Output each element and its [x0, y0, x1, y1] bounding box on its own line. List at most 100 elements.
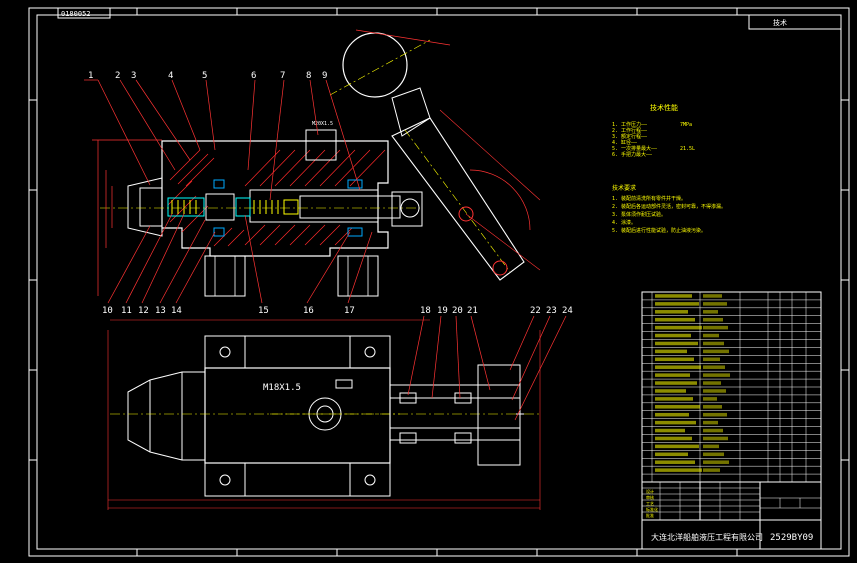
- callouts-top: 1 2 3 4 5 6 7 8 9: [84, 71, 361, 201]
- bom-entry: [655, 444, 699, 449]
- tech-notes: 技术性能 1. 工作压力—— 2. 工作行程—— 3. 额定行程—— 4. 缸径…: [612, 103, 726, 234]
- callout-1: 1: [88, 71, 93, 81]
- bom-entry: [703, 333, 719, 338]
- bom-entry: [703, 325, 728, 330]
- bom-entry: [703, 317, 723, 322]
- bom-entry: [703, 428, 723, 433]
- bom-entry: [655, 302, 699, 306]
- plan-port-box: [335, 379, 353, 389]
- plan-mount-tr: [349, 335, 391, 369]
- bom-entry: [703, 468, 720, 472]
- inlet-nut: [139, 187, 163, 227]
- callout-14: 14: [171, 306, 182, 316]
- bom-entry: [703, 341, 724, 346]
- drawing-number: 2529BY09: [770, 533, 813, 543]
- lever-pin: [458, 206, 474, 222]
- tech-param-6: 6. 手把力最大——: [612, 151, 653, 158]
- tech-param-value-1: 7MPa: [680, 122, 692, 128]
- bom-entry: [703, 381, 721, 385]
- callout-23: 23: [546, 306, 557, 316]
- callout-15: 15: [258, 306, 269, 316]
- bom-entry: [703, 365, 725, 369]
- title-block: 设计 审核 工艺 标准化 批准 大连北洋船舶液压工程有限公司 2529BY09: [641, 481, 822, 550]
- bom-entry: [703, 294, 722, 298]
- callout-4: 4: [168, 71, 173, 81]
- bom-entry: [703, 452, 724, 457]
- callout-24: 24: [562, 306, 573, 316]
- tech-req-4: 4. 涂漆。: [612, 219, 636, 226]
- tech-param-1: 1. 工作压力——: [612, 121, 648, 128]
- callout-6: 6: [251, 71, 256, 81]
- callout-10: 10: [102, 306, 113, 316]
- piston-rod: [299, 195, 401, 219]
- bom-entry: [703, 373, 730, 377]
- bom-entry: [703, 349, 729, 354]
- tech-param-value-5: 21.5L: [680, 146, 695, 152]
- bom-entry: [655, 381, 697, 385]
- tech-params-title: 技术性能: [650, 103, 678, 112]
- drawing-code-tag: 0180052: [61, 10, 91, 18]
- callout-9: 9: [322, 71, 327, 81]
- callout-11: 11: [121, 306, 132, 316]
- top-right-box: [748, 14, 842, 30]
- title-row-1: 设计: [646, 488, 654, 494]
- piston-bore: [249, 189, 379, 223]
- callout-17: 17: [344, 306, 355, 316]
- outlet-port: [305, 129, 337, 161]
- tech-param-3: 3. 额定行程——: [612, 133, 648, 140]
- drawing-code-box: [57, 7, 111, 19]
- thread-label-small: M20X1.5: [312, 121, 333, 127]
- bom-entry: [655, 310, 688, 314]
- bom-entry: [655, 365, 701, 369]
- bom-entry: [655, 420, 696, 425]
- tech-req-3: 3. 泵体须作耐压试验。: [612, 211, 666, 218]
- tech-req-title: 技术要求: [612, 184, 636, 192]
- valve-body-outline: [161, 140, 389, 257]
- plan-base-plate: [204, 335, 391, 497]
- plan-view: M18X1.5: [107, 319, 541, 510]
- title-row-5: 批准: [646, 512, 654, 518]
- lever-pivot: [400, 198, 420, 218]
- callouts-bottom: 10 11 12 13 14 15 16 17: [102, 213, 373, 316]
- callout-16: 16: [303, 306, 314, 316]
- callout-2: 2: [115, 71, 120, 81]
- plan-mount-bl: [204, 462, 246, 497]
- bom-entry: [703, 444, 719, 449]
- thread-label: M18X1.5: [263, 383, 301, 393]
- bom-entry: [655, 436, 692, 441]
- zone-ticks: [29, 8, 849, 556]
- callout-21: 21: [467, 306, 478, 316]
- callout-22: 22: [530, 306, 541, 316]
- bom-entry: [655, 294, 692, 298]
- company-name: 大连北洋船舶液压工程有限公司: [651, 532, 763, 542]
- handle-grip: [391, 87, 431, 137]
- mount-foot-right: [337, 255, 379, 297]
- callout-3: 3: [131, 71, 136, 81]
- tech-req-5: 5. 装配后进行性能试验，防止油液污染。: [612, 227, 706, 234]
- plan-mount-tl: [204, 335, 246, 369]
- handle-knob: [342, 32, 408, 98]
- bom-entry: [655, 333, 691, 338]
- top-right-label: 技术: [773, 18, 787, 27]
- bom-entry: [703, 310, 718, 314]
- bom-entry: [655, 412, 689, 417]
- bom-entry: [655, 460, 695, 464]
- lever-end-pin: [492, 260, 508, 276]
- bom-entry: [703, 389, 726, 393]
- callout-7: 7: [280, 71, 285, 81]
- title-row-4: 标准化: [646, 506, 658, 512]
- callout-5: 5: [202, 71, 207, 81]
- bom-table: [641, 291, 822, 483]
- bom-entry: [655, 357, 694, 362]
- tech-req-2: 2. 装配后各运动部件灵活，密封可靠，不得渗漏。: [612, 203, 726, 210]
- bom-entry: [703, 412, 727, 417]
- plan-mount-br: [349, 462, 391, 497]
- outer-border: [28, 7, 850, 557]
- callouts-plan: 18 19 20 21 22 23 24: [407, 306, 573, 421]
- callout-8: 8: [306, 71, 311, 81]
- bom-entry: [655, 405, 700, 409]
- bom-entry: [703, 397, 717, 401]
- lever-arm: [391, 117, 525, 281]
- callout-20: 20: [452, 306, 463, 316]
- check-valve-internals: [167, 179, 363, 237]
